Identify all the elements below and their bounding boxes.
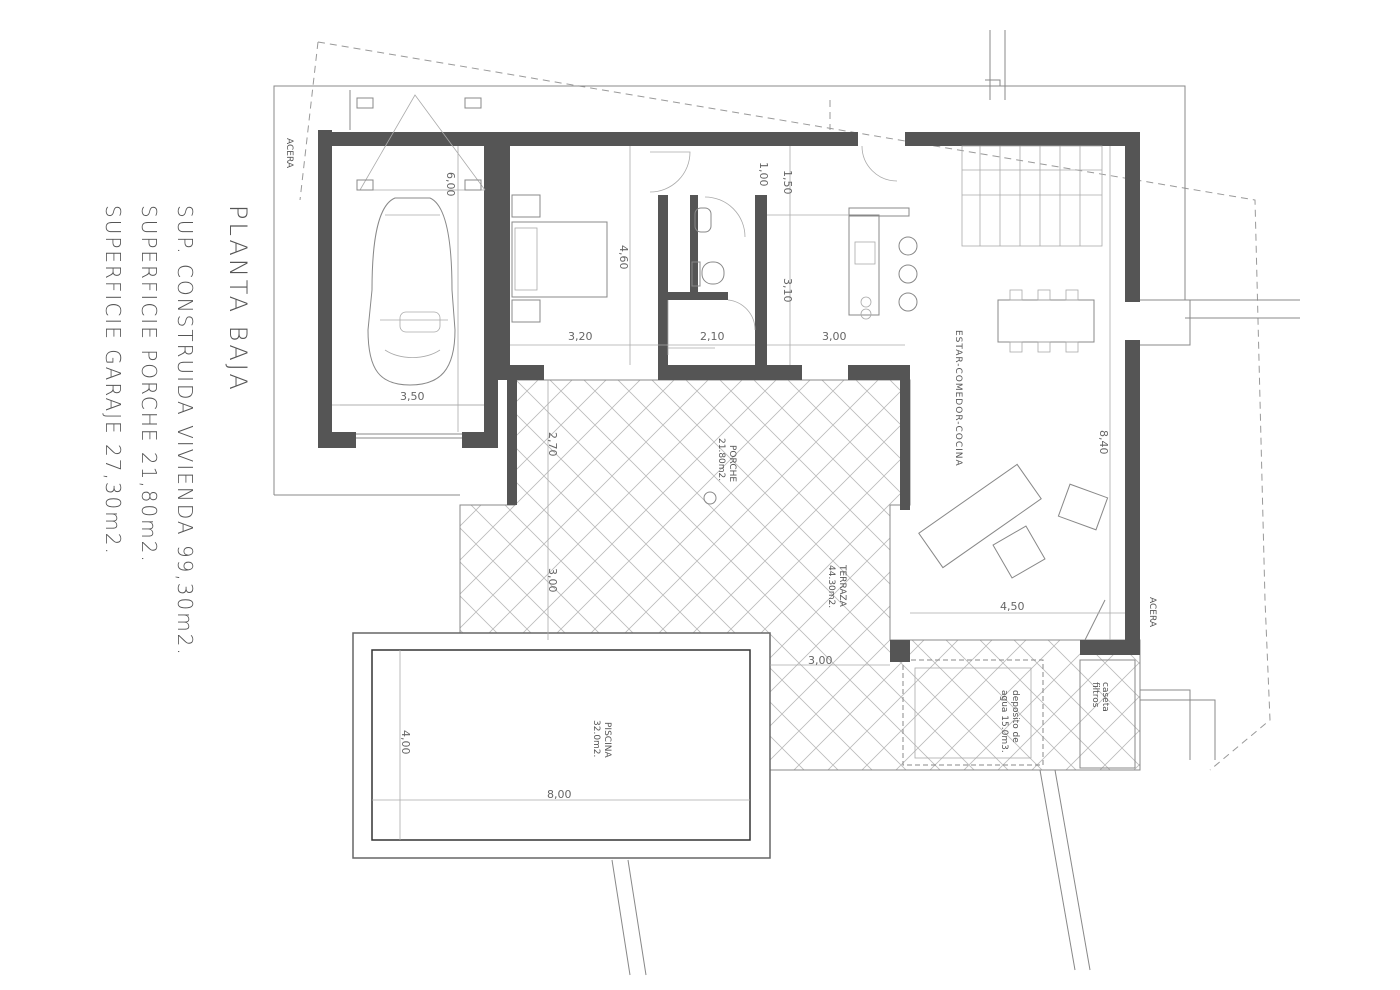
dim-garage-length: 6,00	[444, 172, 457, 197]
bed-icon	[511, 194, 608, 323]
plan-title: PLANTA BAJA	[224, 205, 252, 393]
built-area: SUP. CONSTRUIDA VIVIENDA 99,30m2.	[173, 205, 197, 657]
drain-icon	[703, 491, 717, 505]
piscina-area-label: 32.0m2.	[591, 720, 601, 757]
dim-terrace-depth: 3,00	[546, 568, 559, 593]
toilet-icon	[691, 207, 725, 287]
dim-hall-1: 1,00	[757, 162, 770, 187]
porche-label: PORCHE	[727, 445, 737, 482]
dim-bath-width: 2,10	[700, 330, 725, 343]
dim-kitchen-depth: 3,10	[781, 278, 794, 303]
caseta-label-1: caseta	[1100, 682, 1110, 712]
dim-pool-length: 8,00	[547, 788, 572, 801]
stairs	[961, 145, 1103, 247]
deposito-label-2: agua 15.0m3.	[999, 690, 1009, 753]
dim-kitchen-width: 3,00	[822, 330, 847, 343]
acera-right-label: ACERA	[1147, 597, 1157, 628]
caseta-label-2: filtros	[1090, 682, 1100, 708]
dim-terrace-width: 3,00	[808, 654, 833, 667]
dim-garage-width: 3,50	[400, 390, 425, 403]
sofa	[918, 463, 1109, 579]
water-tank	[902, 659, 1136, 769]
dim-hall-2: 1,50	[781, 170, 794, 195]
plot-boundary	[299, 41, 1271, 771]
dim-bedroom-depth: 4,60	[617, 245, 630, 270]
terraza-label: TERRAZA	[837, 564, 847, 608]
pool	[352, 632, 771, 859]
piscina-label: PISCINA	[602, 722, 612, 758]
dim-bedroom-width: 3,20	[568, 330, 593, 343]
porch-area: SUPERFICIE PORCHE 21,80m2.	[137, 205, 161, 564]
acera-left-label: ACERA	[284, 138, 294, 169]
door-arcs	[649, 145, 1106, 641]
dim-living-depth: 8,40	[1097, 430, 1110, 455]
deposito-label-1: deposito de	[1010, 690, 1020, 743]
dim-pool-width: 4,00	[399, 730, 412, 755]
car-icon	[367, 197, 456, 386]
sidewalk-outline	[273, 30, 1300, 976]
terraza-area-label: 44.30m2.	[826, 565, 836, 608]
dimension-lines	[332, 146, 1125, 840]
dining-table	[997, 289, 1095, 353]
house-walls	[318, 130, 1140, 662]
garage-area: SUPERFICIE GARAJE 27,30m2.	[101, 205, 125, 556]
kitchen-counter	[848, 207, 918, 320]
estar-label: ESTAR-COMEDOR-COCINA	[953, 330, 963, 467]
dim-living-width: 4,50	[1000, 600, 1025, 613]
porche-area-label: 21.80m2.	[716, 438, 726, 481]
dim-porch-depth: 2,70	[546, 432, 559, 457]
